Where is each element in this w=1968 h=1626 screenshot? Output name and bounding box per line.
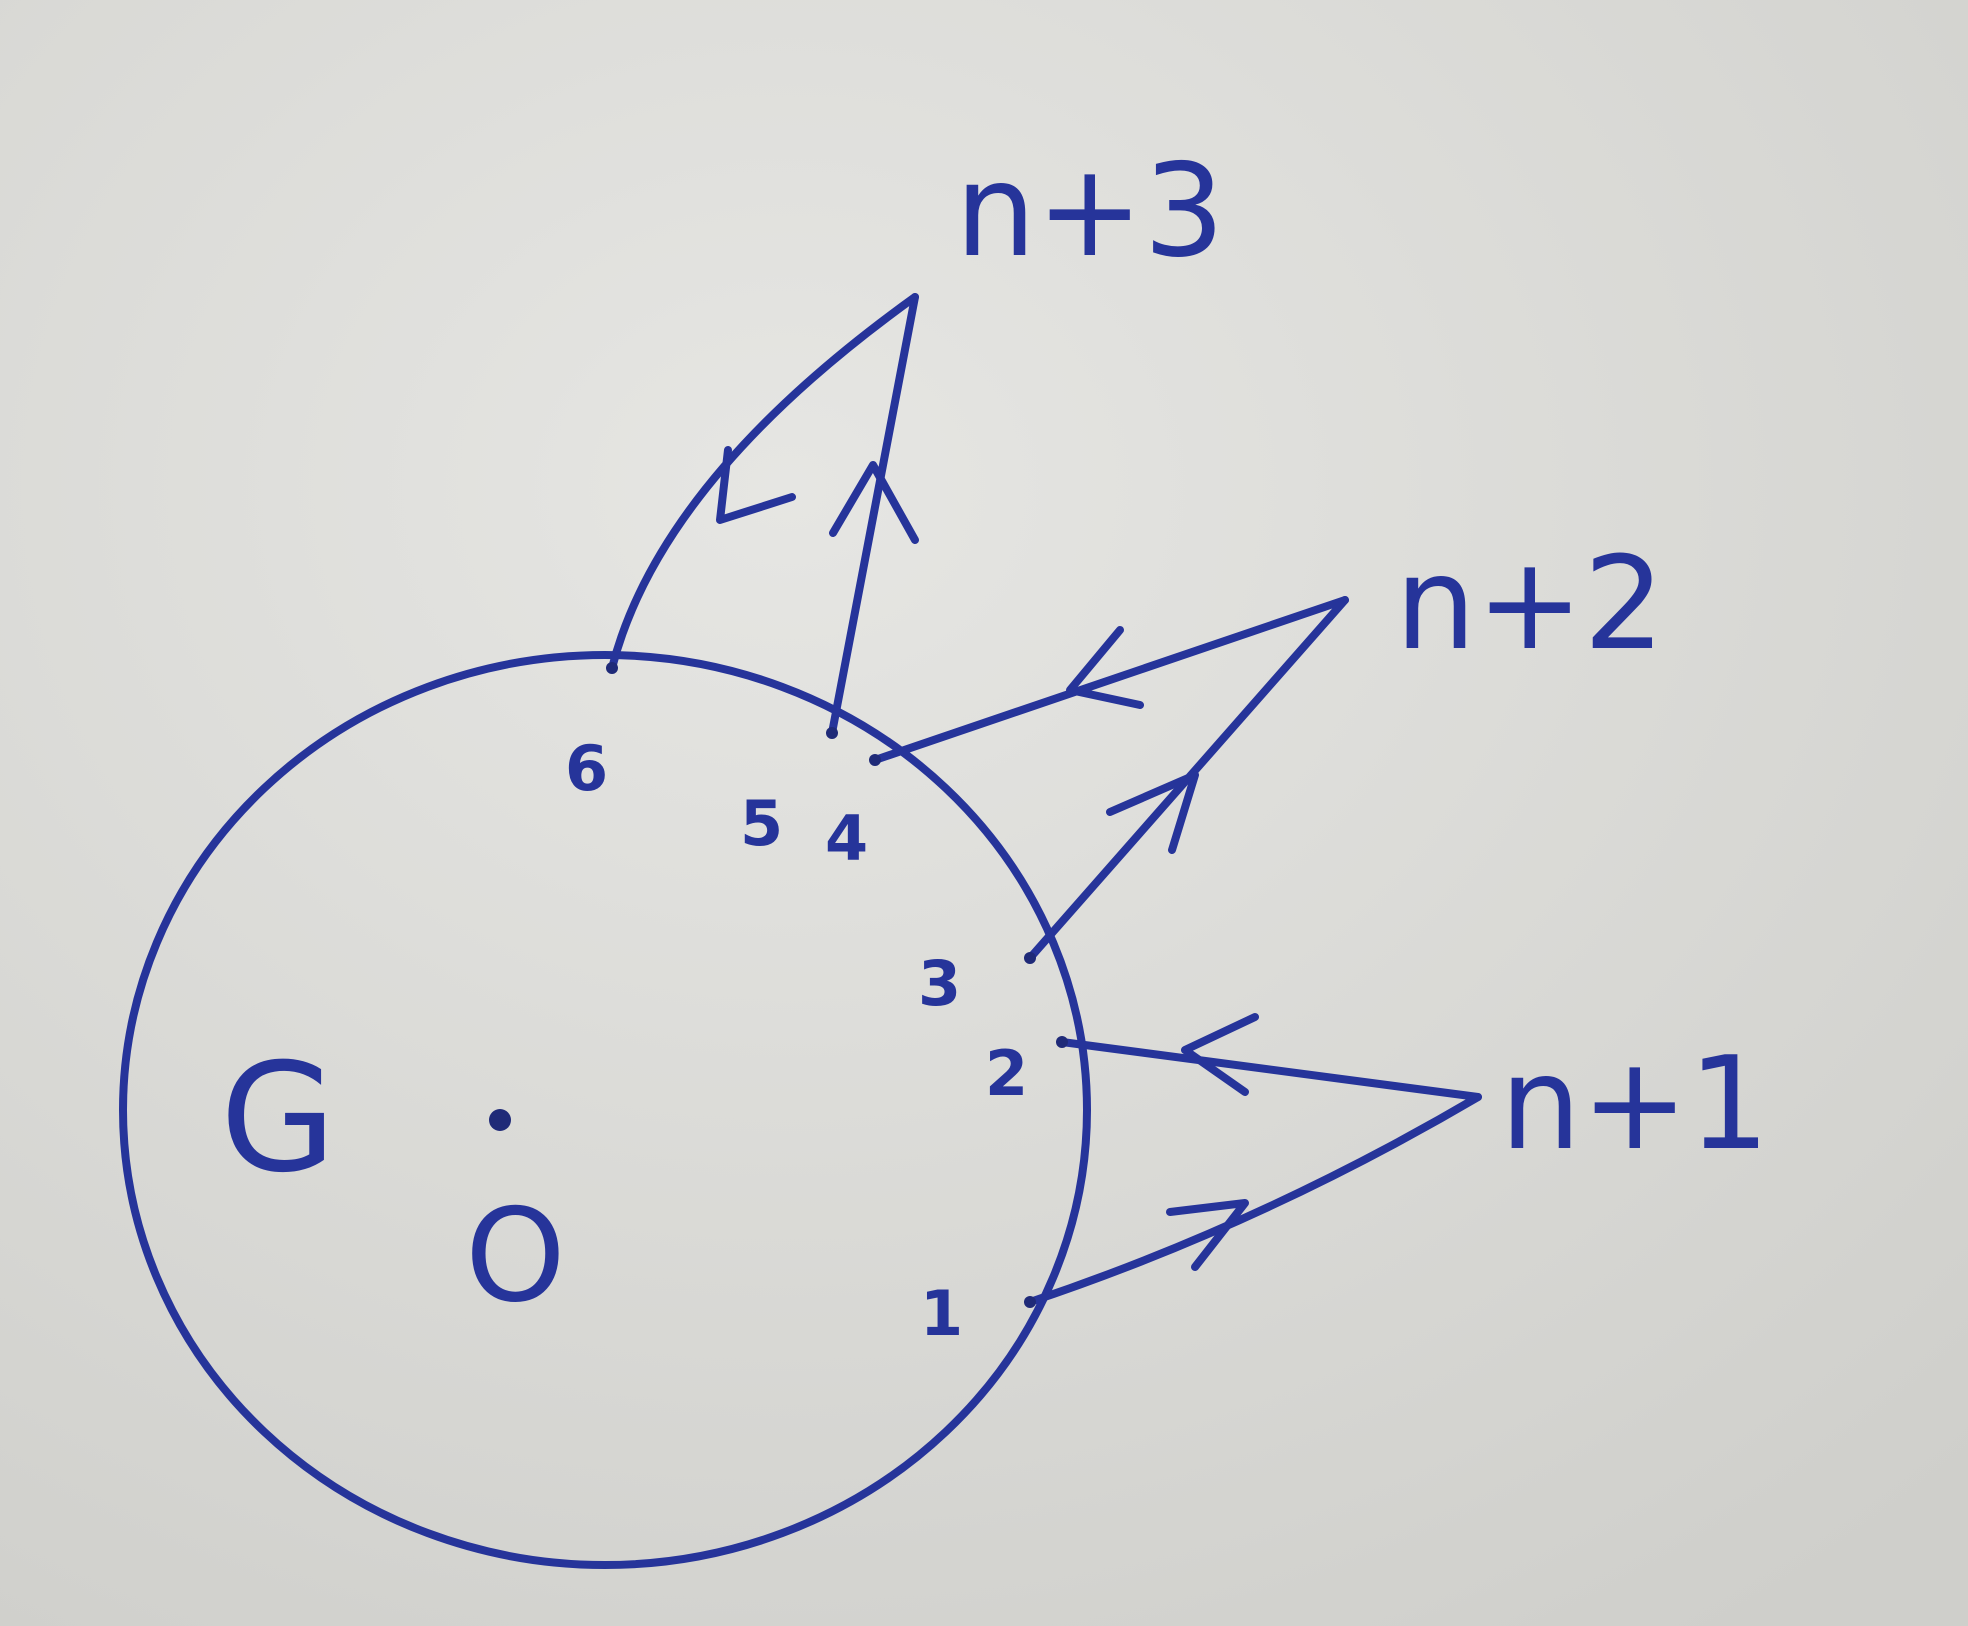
edge-n3-to-6: [608, 293, 919, 672]
arrow-head-icon: [1106, 771, 1199, 854]
edge-n1-to-2: [1058, 1038, 1482, 1101]
vertex-dot-3: [1024, 952, 1036, 964]
arrow-head-icon: [1166, 1199, 1249, 1271]
vertex-dot-6: [606, 662, 618, 674]
vertex-label-3: 3: [918, 947, 961, 1020]
arrow-head-icon: [829, 461, 919, 544]
outer-label-n2: n+2: [1395, 530, 1665, 679]
outer-label-n3: n+3: [955, 137, 1225, 286]
vertex-dot-5: [826, 727, 838, 739]
arrow-head-icon: [1066, 626, 1144, 709]
edge-n2-to-4: [871, 596, 1349, 764]
arrow-head-icon: [716, 446, 796, 524]
vertex-label-6: 6: [565, 732, 608, 805]
graph-circle: [119, 651, 1091, 1569]
arrow-head-icon: [1181, 1013, 1259, 1096]
graph-label: G: [220, 1032, 336, 1206]
vertex-dot-2: [1056, 1036, 1068, 1048]
vertex-dot-1: [1024, 1296, 1036, 1308]
center-point: [489, 1109, 511, 1131]
center-label: O: [465, 1182, 566, 1331]
outer-label-n1: n+1: [1500, 1030, 1770, 1179]
vertex-label-1: 1: [920, 1277, 963, 1350]
vertex-dot-4: [869, 754, 881, 766]
vertex-label-4: 4: [825, 802, 868, 875]
vertex-label-5: 5: [740, 787, 783, 860]
vertex-label-2: 2: [985, 1037, 1028, 1110]
edge-1-to-n1: [1026, 1093, 1482, 1306]
edge-5-to-n3: [828, 293, 919, 737]
